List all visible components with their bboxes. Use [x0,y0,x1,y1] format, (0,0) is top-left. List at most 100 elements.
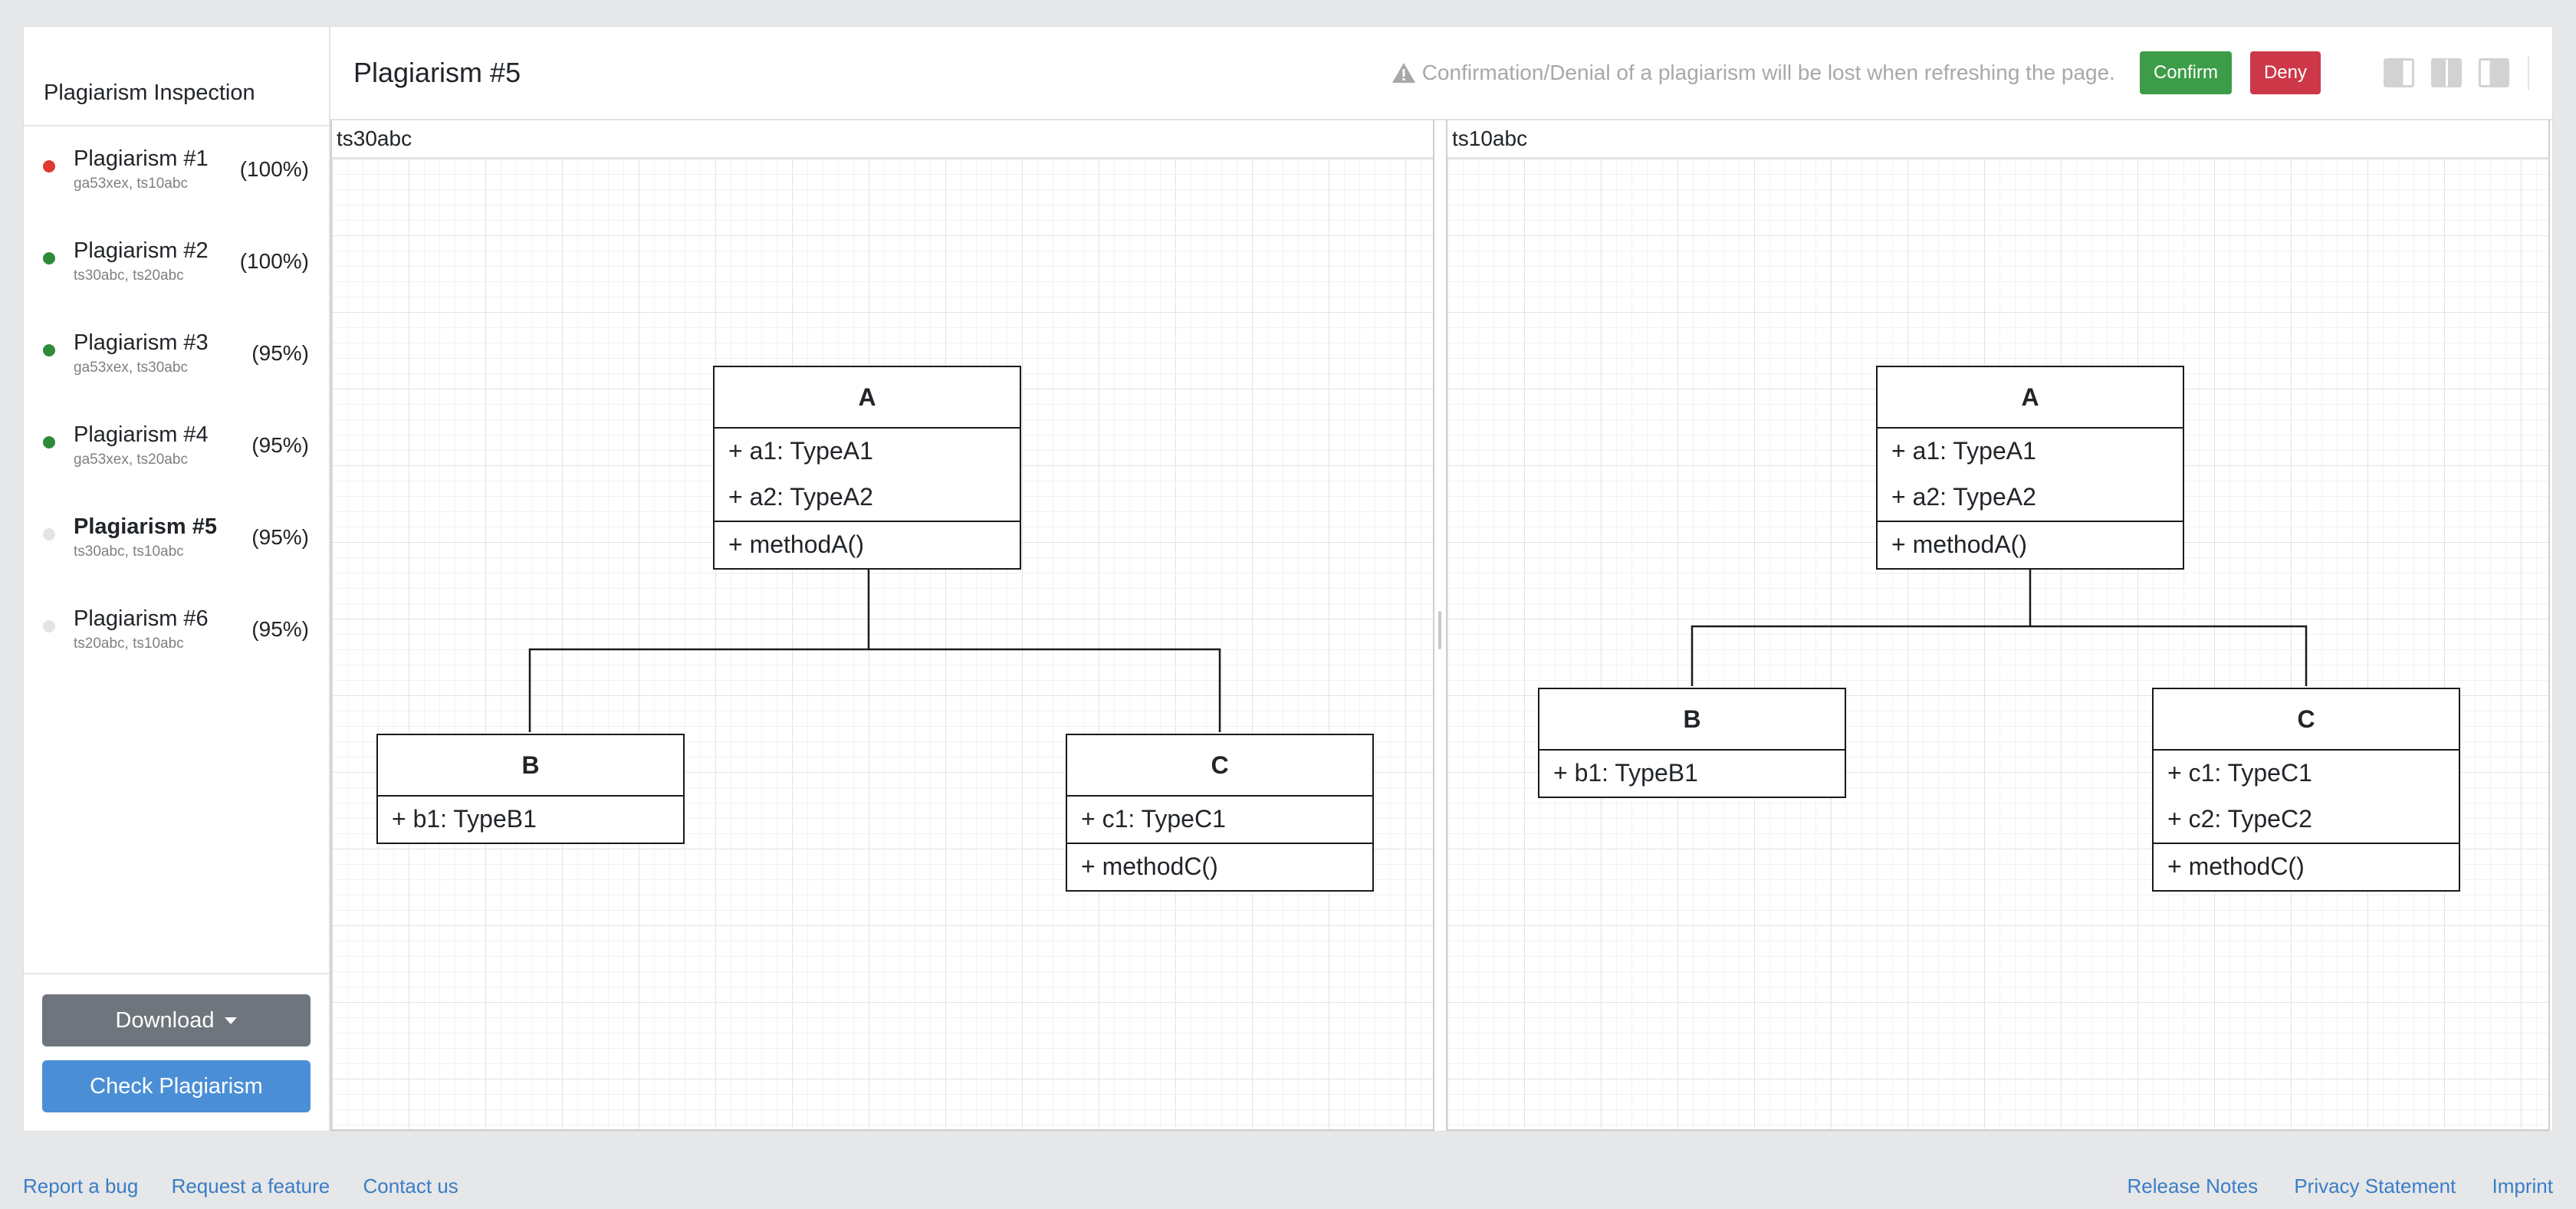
class-attributes: + c1: TypeC1 + c2: TypeC2 [2154,751,2459,844]
attribute-row: + c1: TypeC1 [2167,759,2312,787]
plagiarism-item-6[interactable]: Plagiarism #6 ts20abc, ts10abc (95%) [24,586,329,678]
plagiarism-item-5[interactable]: Plagiarism #5 ts30abc, ts10abc (95%) [24,494,329,586]
privacy-statement-link[interactable]: Privacy Statement [2294,1175,2456,1198]
plagiarism-item-4[interactable]: Plagiarism #4 ga53xex, ts20abc (95%) [24,402,329,494]
sidebar-actions: Download Check Plagiarism [24,973,329,1131]
report-bug-link[interactable]: Report a bug [23,1175,139,1198]
method-row: + methodA() [728,531,864,558]
download-button[interactable]: Download [42,994,310,1046]
plagiarism-name: Plagiarism #4 [74,422,209,447]
plagiarism-name: Plagiarism #6 [74,606,209,631]
layout-right-panel-icon[interactable] [2479,58,2509,87]
edge-a-to-c [869,648,1221,732]
plagiarism-students: ts30abc, ts10abc [74,544,184,560]
plagiarism-name: Plagiarism #5 [74,514,217,539]
main-area: Plagiarism #5 Confirmation/Denial of a p… [330,27,2552,1131]
plagiarism-list: Plagiarism #1 ga53xex, ts10abc (100%) Pl… [24,126,329,678]
class-name: A [715,367,1020,429]
right-inheritance-edges [1691,568,2308,686]
plagiarism-item-3[interactable]: Plagiarism #3 ga53xex, ts30abc (95%) [24,310,329,402]
left-inheritance-edges [528,568,1221,732]
plagiarism-percent: (95%) [251,341,309,365]
status-dot [43,252,55,264]
comparison-panels: ts30abc A + a1: TypeA1 + a2: TypeA2 + m [330,120,2552,1131]
class-name: A [1878,367,2183,429]
uml-class-c[interactable]: C + c1: TypeC1 + c2: TypeC2 + methodC() [2152,688,2460,892]
app-window: Plagiarism Inspection Plagiarism #1 ga53… [23,26,2553,1132]
confirm-button[interactable]: Confirm [2139,51,2232,94]
header-divider [2528,56,2529,90]
attribute-row: + c2: TypeC2 [2167,805,2312,833]
footer-left-links: Report a bug Request a feature Contact u… [23,1175,486,1198]
status-dot [43,620,55,632]
header: Plagiarism #5 Confirmation/Denial of a p… [330,27,2552,120]
method-row: + methodC() [2167,853,2305,880]
uml-class-b[interactable]: B + b1: TypeB1 [376,734,685,844]
status-dot [43,528,55,540]
plagiarism-students: ga53xex, ts10abc [74,176,188,192]
attribute-row: + a1: TypeA1 [728,437,873,465]
class-methods: + methodA() [1878,522,2183,568]
attribute-row: + b1: TypeB1 [392,805,537,833]
class-methods: + methodC() [2154,844,2459,890]
sidebar-title: Plagiarism Inspection [24,27,329,126]
status-dot [43,436,55,448]
attribute-row: + a2: TypeA2 [728,483,873,511]
method-row: + methodC() [1081,853,1218,880]
plagiarism-students: ga53xex, ts20abc [74,452,188,468]
refresh-warning: Confirmation/Denial of a plagiarism will… [1392,61,2115,85]
panel-resize-handle[interactable] [1438,611,1441,649]
page-title: Plagiarism #5 [353,57,521,88]
method-row: + methodA() [1891,531,2027,558]
footer: Report a bug Request a feature Contact u… [23,1159,2553,1209]
layout-left-panel-icon[interactable] [2384,58,2414,87]
attribute-row: + c1: TypeC1 [1081,805,1226,833]
class-attributes: + b1: TypeB1 [1539,751,1845,797]
plagiarism-students: ga53xex, ts30abc [74,360,188,376]
edge-a-to-c [2030,625,2308,686]
right-diagram-canvas[interactable]: A + a1: TypeA1 + a2: TypeA2 + methodA() … [1447,159,2548,1129]
plagiarism-name: Plagiarism #1 [74,146,209,171]
plagiarism-students: ts20abc, ts10abc [74,636,184,652]
left-model-panel: ts30abc A + a1: TypeA1 + a2: TypeA2 + m [330,120,1434,1131]
check-plagiarism-button[interactable]: Check Plagiarism [42,1060,310,1112]
left-panel-label: ts30abc [332,120,1433,159]
uml-class-b[interactable]: B + b1: TypeB1 [1538,688,1846,798]
plagiarism-item-1[interactable]: Plagiarism #1 ga53xex, ts10abc (100%) [24,126,329,218]
attribute-row: + a1: TypeA1 [1891,437,2036,465]
uml-class-a[interactable]: A + a1: TypeA1 + a2: TypeA2 + methodA() [713,366,1021,570]
edge-a-to-b [1691,568,2032,686]
plagiarism-percent: (100%) [239,157,309,181]
left-diagram-canvas[interactable]: A + a1: TypeA1 + a2: TypeA2 + methodA() … [332,159,1433,1129]
class-name: B [378,735,683,797]
layout-split-icon[interactable] [2431,58,2462,87]
right-model-panel: ts10abc A + a1: TypeA1 + a2: TypeA2 + m [1446,120,2550,1131]
header-actions: Confirmation/Denial of a plagiarism will… [1392,51,2529,94]
plagiarism-item-2[interactable]: Plagiarism #2 ts30abc, ts20abc (100%) [24,218,329,310]
contact-us-link[interactable]: Contact us [363,1175,458,1198]
plagiarism-students: ts30abc, ts20abc [74,268,184,284]
attribute-row: + b1: TypeB1 [1553,759,1698,787]
request-feature-link[interactable]: Request a feature [171,1175,330,1198]
class-attributes: + c1: TypeC1 [1067,797,1372,844]
uml-class-c[interactable]: C + c1: TypeC1 + methodC() [1066,734,1374,892]
class-methods: + methodA() [715,522,1020,568]
right-panel-label: ts10abc [1447,120,2548,159]
deny-button[interactable]: Deny [2249,51,2321,94]
class-name: C [1067,735,1372,797]
warning-triangle-icon [1392,63,1415,83]
footer-right-links: Release Notes Privacy Statement Imprint [2097,1175,2553,1198]
caret-down-icon [225,1017,238,1025]
attribute-row: + a2: TypeA2 [1891,483,2036,511]
status-dot [43,344,55,356]
status-dot [43,160,55,172]
class-methods: + methodC() [1067,844,1372,890]
imprint-link[interactable]: Imprint [2492,1175,2553,1198]
uml-class-a[interactable]: A + a1: TypeA1 + a2: TypeA2 + methodA() [1876,366,2184,570]
class-name: B [1539,689,1845,751]
class-name: C [2154,689,2459,751]
class-attributes: + a1: TypeA1 + a2: TypeA2 [715,429,1020,522]
layout-switcher [2367,56,2529,90]
plagiarism-percent: (95%) [251,617,309,641]
release-notes-link[interactable]: Release Notes [2127,1175,2259,1198]
